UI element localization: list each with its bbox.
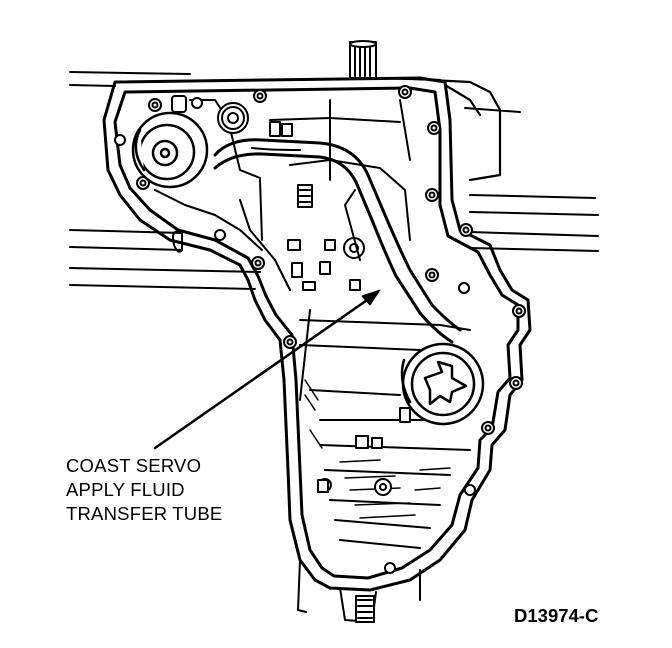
accumulator-left bbox=[131, 111, 209, 189]
crossmember-bars bbox=[69, 71, 261, 290]
right-frame-bars bbox=[464, 107, 599, 252]
center-fittings bbox=[287, 184, 411, 493]
valve-body-outline bbox=[102, 76, 532, 592]
top-fittings bbox=[171, 95, 293, 137]
coast-servo-cover bbox=[400, 342, 485, 426]
figure-id: D13974-C bbox=[514, 605, 599, 626]
shading-lines bbox=[304, 379, 451, 519]
callout-line-2: APPLY FLUID bbox=[66, 479, 185, 500]
callout-line-1: COAST SERVO bbox=[66, 455, 202, 476]
lower-case bbox=[297, 559, 421, 623]
transfer-tube bbox=[213, 138, 462, 344]
callout-line-3: TRANSFER TUBE bbox=[66, 503, 223, 524]
callout-leader bbox=[153, 289, 381, 450]
input-shaft bbox=[349, 40, 377, 79]
callout-label: COAST SERVO APPLY FLUID TRANSFER TUBE bbox=[66, 454, 222, 526]
